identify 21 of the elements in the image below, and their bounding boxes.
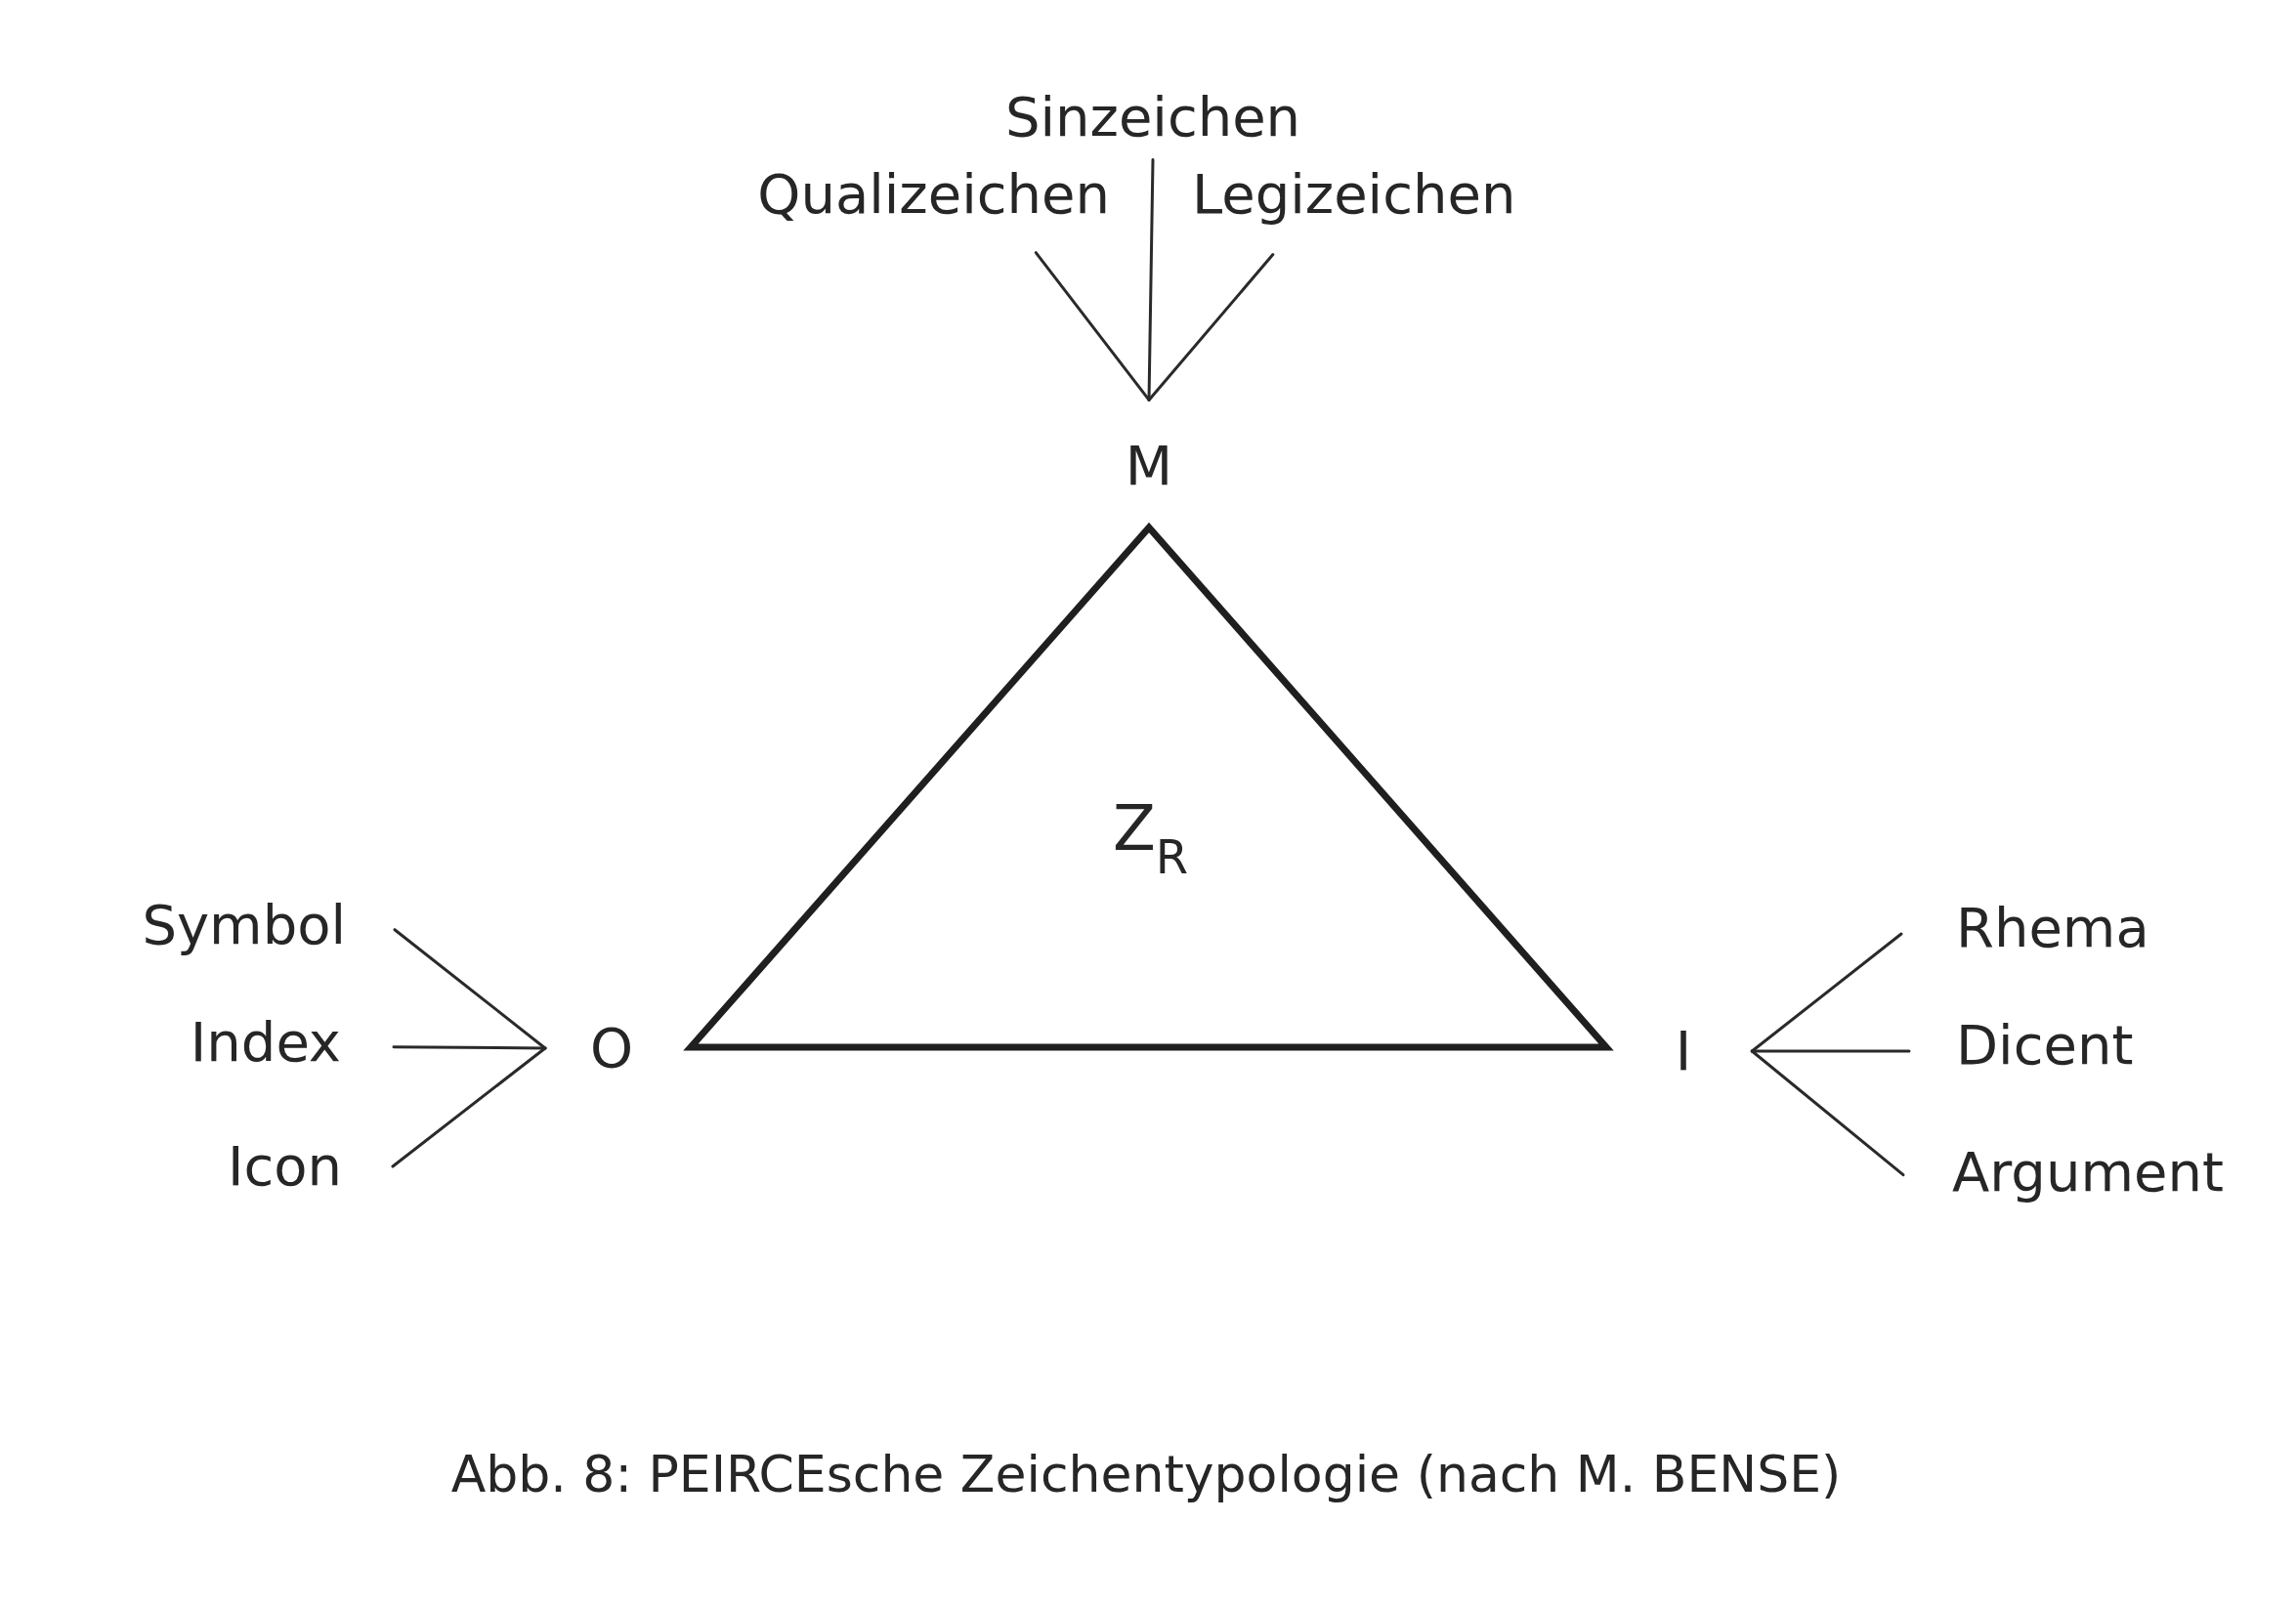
sign-type-label: Argument <box>1952 1139 2224 1205</box>
connector-line <box>392 1045 547 1050</box>
sign-type-label: Symbol <box>142 892 346 958</box>
vertex-label: O <box>589 1015 634 1081</box>
sign-type-label: Sinzeichen <box>1004 84 1301 150</box>
connector-line <box>1750 932 1903 1053</box>
sign-type-label: Qualizeichen <box>757 161 1110 228</box>
connector-line <box>1147 158 1155 402</box>
connector-line <box>391 1046 547 1168</box>
connector-line <box>1034 251 1151 402</box>
connector-line <box>1147 253 1275 402</box>
sign-type-label: Legizeichen <box>1192 161 1516 228</box>
formula-label: Z$_{R}$ <box>1113 791 1189 886</box>
vertex-label: M <box>1125 433 1173 499</box>
sign-type-label: Rhema <box>1956 895 2149 961</box>
figure-caption: Abb. 8: PEIRCEsche Zeichentypologie (nach M. BENSE) <box>450 1443 1842 1505</box>
sign-type-label: Dicent <box>1956 1012 2134 1078</box>
connector-line <box>1750 1049 1905 1177</box>
sign-type-label: Index <box>190 1009 341 1076</box>
sign-type-label: Icon <box>227 1133 342 1200</box>
vertex-label: I <box>1675 1018 1692 1084</box>
